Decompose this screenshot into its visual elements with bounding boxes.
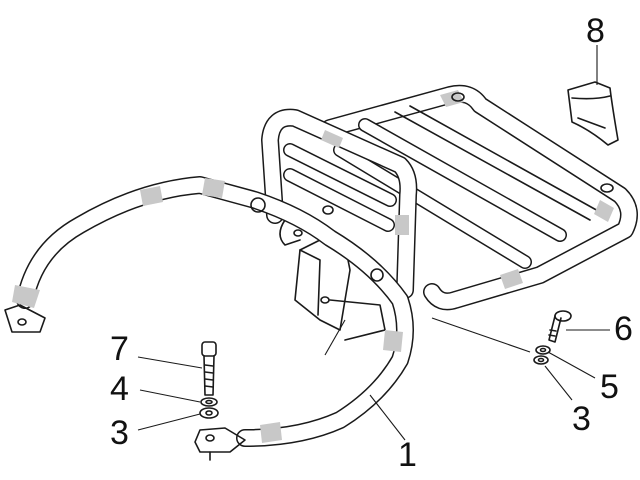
rack-support-hoop: [261, 108, 418, 341]
rack-platform: [321, 84, 638, 311]
callout-1: 1: [398, 436, 417, 474]
main-rack-frame: [4, 176, 414, 461]
part-7-bolt: [201, 341, 217, 396]
callout-6: 6: [614, 310, 633, 348]
callout-7: 7: [110, 330, 129, 368]
callout-4: 4: [110, 370, 129, 408]
leader-lines: [137, 45, 610, 441]
callout-8: 8: [586, 12, 605, 50]
callout-3-right: 3: [572, 400, 591, 438]
part-5-washer-right: [535, 345, 551, 355]
part-3-washer-right: [533, 355, 549, 365]
part-3-washer-left: [199, 407, 219, 419]
callout-5: 5: [600, 368, 619, 406]
callout-3-left: 3: [110, 414, 129, 452]
part-6-bolt: [548, 310, 572, 343]
part-8-clip: [567, 81, 619, 146]
part-4-washer-left: [200, 397, 218, 407]
